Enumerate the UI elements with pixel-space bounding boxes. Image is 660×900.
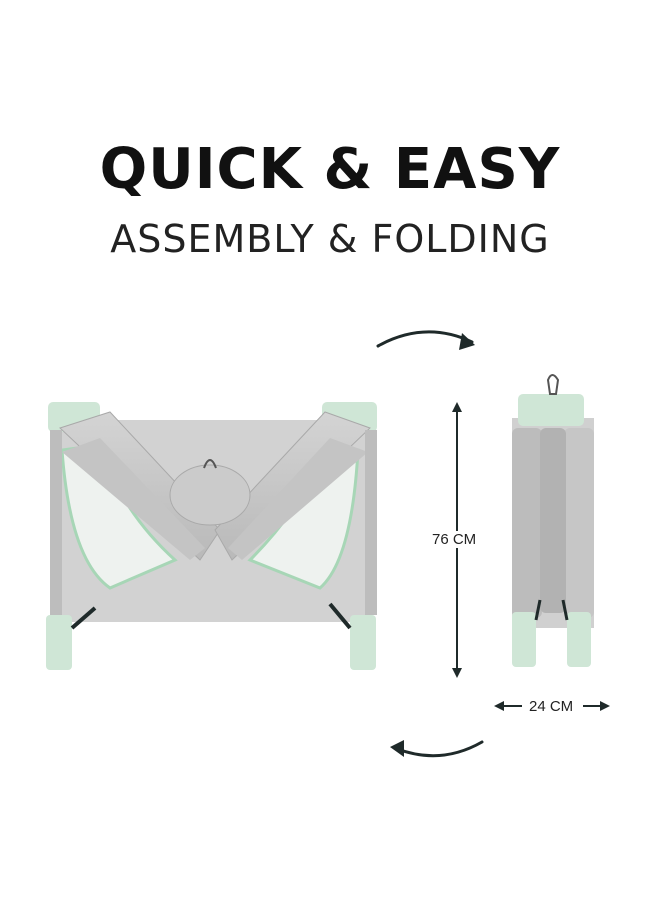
playpen-unfolding [46, 402, 377, 670]
curved-arrow-left-icon [390, 740, 484, 758]
playpen-folded [512, 374, 594, 667]
headline-title: QUICK & EASY [99, 137, 561, 202]
width-dimension-line [494, 701, 610, 711]
width-label: 24 CM [527, 698, 576, 715]
height-label: 76 CM [430, 531, 479, 548]
curved-arrow-right-icon [376, 330, 475, 350]
headline-subtitle: ASSEMBLY & FOLDING [110, 217, 550, 261]
